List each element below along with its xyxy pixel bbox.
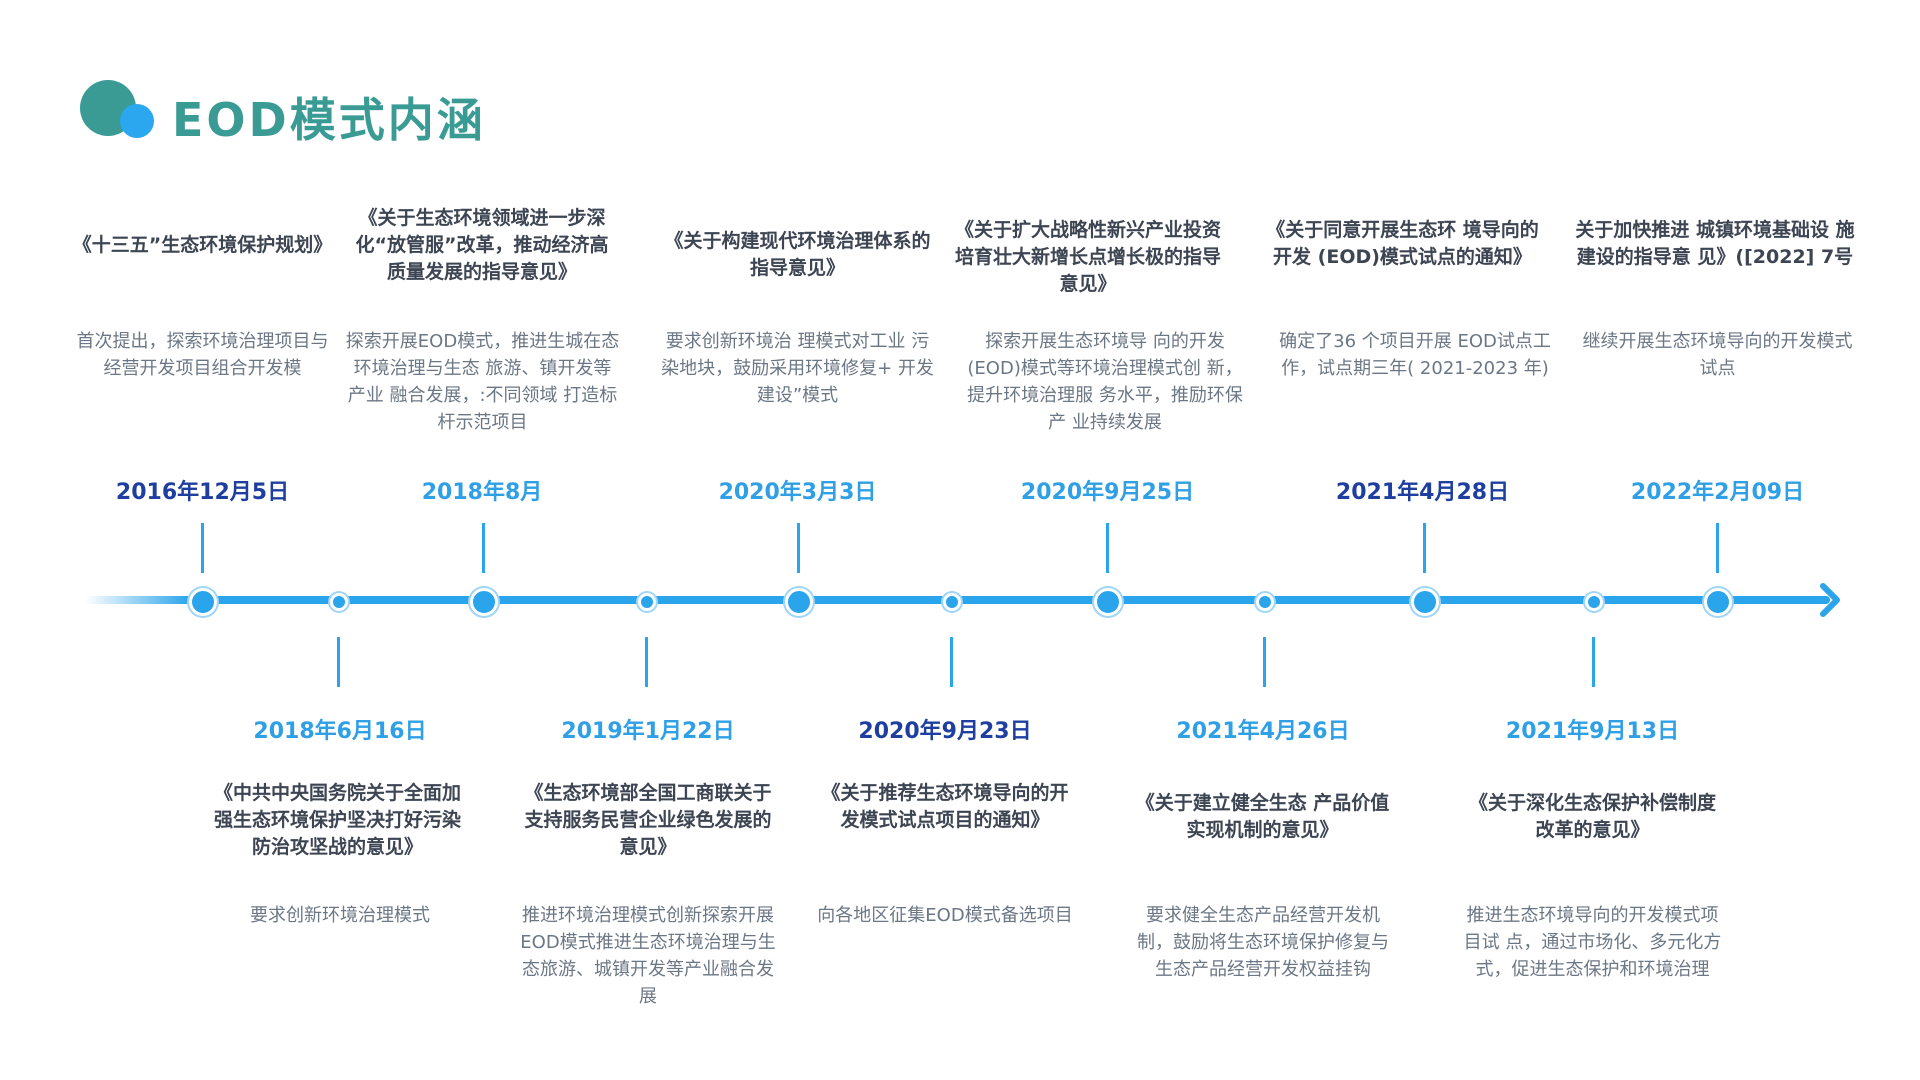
event-document-title: 《关于建立健全生态 产品价值实现机制的意见》 <box>1135 792 1390 841</box>
event-document-title: 《关于深化生态保护补偿制度改革的意见》 <box>1468 792 1716 841</box>
top-event-date: 2020年9月25日 <box>970 474 1245 506</box>
event-date: 2021年9月13日 <box>1505 719 1680 744</box>
event-date: 2018年6月16日 <box>253 719 427 744</box>
top-event-date: 2020年3月3日 <box>660 474 935 506</box>
top-tick <box>1716 523 1719 573</box>
top-tick <box>797 523 800 573</box>
top-event-desc: 首次提出，探索环境治理项目与经营开发项目组合开发模 <box>70 328 335 382</box>
timeline-node-large <box>470 588 498 616</box>
bottom-event-date: 2018年6月16日 <box>205 713 475 745</box>
event-description: 推进环境治理模式创新探索开展 EOD模式推进生态环境治理与生态旅游、城镇开发等产… <box>520 905 776 1007</box>
logo-circle-small <box>120 104 154 138</box>
event-document-title: 《生态环境部全国工商联关于支持服务民营企业绿色发展的意见》 <box>524 782 772 858</box>
event-document-title: 《中共中央国务院关于全面加强生态环境保护坚决打好污染防治攻坚战的意见》 <box>213 782 461 858</box>
timeline-node-small <box>638 593 656 611</box>
event-description: 向各地区征集EOD模式备选项目 <box>817 905 1073 926</box>
top-event-desc: 探索开展EOD模式，推进生城在态环境治理与生态 旅游、镇开发等产业 融合发展，:… <box>345 328 620 436</box>
top-event-date: 2022年2月09日 <box>1580 474 1855 506</box>
bottom-event-date: 2021年4月26日 <box>1128 713 1398 745</box>
top-tick <box>1423 523 1426 573</box>
bottom-event-doc: 《关于深化生态保护补偿制度改革的意见》 <box>1465 790 1720 844</box>
event-date: 2016年12月5日 <box>115 480 290 505</box>
bottom-tick <box>1263 637 1266 687</box>
event-date: 2021年4月26日 <box>1176 719 1350 744</box>
top-event-doc: 《关于构建现代环境治理体系的指导意见》 <box>660 228 935 282</box>
bottom-event-desc: 要求健全生态产品经营开发机制，鼓励将生态环境保护修复与生态产品经营开发权益挂钩 <box>1133 902 1393 983</box>
bottom-event-desc: 向各地区征集EOD模式备选项目 <box>815 902 1075 929</box>
top-event-doc: 《关于扩大战略性新兴产业投资 培育壮大新增长点增长极的指导意见》 <box>948 217 1228 298</box>
event-document-title: 关于加快推进 城镇环境基础设 施建设的指导意 见》([2022] 7号 <box>1575 219 1855 268</box>
top-event-desc: 确定了36 个项目开展 EOD试点工 作，试点期三年( 2021-2023 年) <box>1270 328 1560 382</box>
bottom-event-date: 2020年9月23日 <box>810 713 1080 745</box>
bottom-event-doc: 《生态环境部全国工商联关于支持服务民营企业绿色发展的意见》 <box>518 780 778 861</box>
bottom-event-desc: 推进环境治理模式创新探索开展 EOD模式推进生态环境治理与生态旅游、城镇开发等产… <box>518 902 778 1010</box>
event-description: 继续开展生态环境导向的开发模式试点 <box>1582 331 1853 379</box>
event-description: 要求创新环境治理模式 <box>250 905 430 926</box>
event-description: 要求健全生态产品经营开发机制，鼓励将生态环境保护修复与生态产品经营开发权益挂钩 <box>1137 905 1389 980</box>
event-date: 2020年9月23日 <box>858 719 1032 744</box>
event-document-title: 《关于生态环境领域进一步深化“放管服”改革，推动经济高质量发展的指导意见》 <box>355 207 609 283</box>
timeline-node-small <box>943 593 961 611</box>
event-date: 2019年1月22日 <box>561 719 735 744</box>
bottom-event-doc: 《关于建立健全生态 产品价值实现机制的意见》 <box>1130 790 1395 844</box>
bottom-event-date: 2021年9月13日 <box>1455 713 1730 745</box>
top-event-desc: 探索开展生态环境导 向的开发 (EOD)模式等环境治理模式创 新，提升环境治理服… <box>960 328 1250 436</box>
timeline-node-large <box>1411 588 1439 616</box>
bottom-event-desc: 要求创新环境治理模式 <box>205 902 475 929</box>
bottom-tick <box>337 637 340 687</box>
timeline-node-large <box>1094 588 1122 616</box>
event-document-title: 《关于推荐生态环境导向的开发模式试点项目的通知》 <box>821 782 1069 831</box>
bottom-tick <box>950 637 953 687</box>
event-description: 探索开展EOD模式，推进生城在态环境治理与生态 旅游、镇开发等产业 融合发展，:… <box>345 331 620 433</box>
timeline-node-large <box>785 588 813 616</box>
event-description: 首次提出，探索环境治理项目与经营开发项目组合开发模 <box>76 331 329 379</box>
bottom-event-doc: 《关于推荐生态环境导向的开发模式试点项目的通知》 <box>815 780 1075 834</box>
event-description: 探索开展生态环境导 向的开发 (EOD)模式等环境治理模式创 新，提升环境治理服… <box>967 331 1243 433</box>
timeline-node-large <box>1704 588 1732 616</box>
event-date: 2020年9月25日 <box>1020 480 1195 505</box>
title-logo-icon <box>80 80 160 150</box>
event-document-title: 《关于构建现代环境治理体系的指导意见》 <box>664 230 931 279</box>
top-event-doc: 《关于同意开展生态环 境导向的开发 (EOD)模式试点的通知》 <box>1265 217 1540 271</box>
event-description: 推进生态环境导向的开发模式项目试 点，通过市场化、多元化方式，促进生态保护和环境… <box>1463 905 1722 980</box>
bottom-event-desc: 推进生态环境导向的开发模式项目试 点，通过市场化、多元化方式，促进生态保护和环境… <box>1460 902 1725 983</box>
top-event-date: 2016年12月5日 <box>70 474 335 506</box>
event-date: 2018年8月 <box>421 480 543 505</box>
bottom-tick <box>645 637 648 687</box>
top-tick <box>201 523 204 573</box>
timeline-node-small <box>330 593 348 611</box>
event-document-title: 《关于扩大战略性新兴产业投资 培育壮大新增长点增长极的指导意见》 <box>954 219 1221 295</box>
top-event-doc: 《十三五”生态环境保护规划》 <box>70 232 335 259</box>
top-event-doc: 《关于生态环境领域进一步深化“放管服”改革，推动经济高质量发展的指导意见》 <box>352 205 612 286</box>
timeline-node-small <box>1585 593 1603 611</box>
bottom-event-doc: 《中共中央国务院关于全面加强生态环境保护坚决打好污染防治攻坚战的意见》 <box>210 780 465 861</box>
top-event-date: 2021年4月28日 <box>1285 474 1560 506</box>
top-event-desc: 继续开展生态环境导向的开发模式试点 <box>1580 328 1855 382</box>
top-event-doc: 关于加快推进 城镇环境基础设 施建设的指导意 见》([2022] 7号 <box>1575 217 1855 271</box>
page-title: EOD模式内涵 <box>172 93 486 147</box>
timeline-arrow-icon <box>1820 583 1840 617</box>
event-description: 要求创新环境治 理模式对工业 污染地块，鼓励采用环境修复+ 开发建设”模式 <box>661 331 934 406</box>
bottom-tick <box>1592 637 1595 687</box>
top-tick <box>482 523 485 573</box>
event-description: 确定了36 个项目开展 EOD试点工 作，试点期三年( 2021-2023 年) <box>1279 331 1551 379</box>
bottom-event-date: 2019年1月22日 <box>513 713 783 745</box>
timeline-node-large <box>189 588 217 616</box>
event-document-title: 《关于同意开展生态环 境导向的开发 (EOD)模式试点的通知》 <box>1266 219 1539 268</box>
top-event-desc: 要求创新环境治 理模式对工业 污染地块，鼓励采用环境修复+ 开发建设”模式 <box>660 328 935 409</box>
event-date: 2021年4月28日 <box>1335 480 1510 505</box>
event-date: 2022年2月09日 <box>1630 480 1805 505</box>
event-document-title: 《十三五”生态环境保护规划》 <box>72 234 333 256</box>
top-tick <box>1106 523 1109 573</box>
timeline-node-small <box>1256 593 1274 611</box>
top-event-date: 2018年8月 <box>352 474 612 506</box>
event-date: 2020年3月3日 <box>718 480 877 505</box>
